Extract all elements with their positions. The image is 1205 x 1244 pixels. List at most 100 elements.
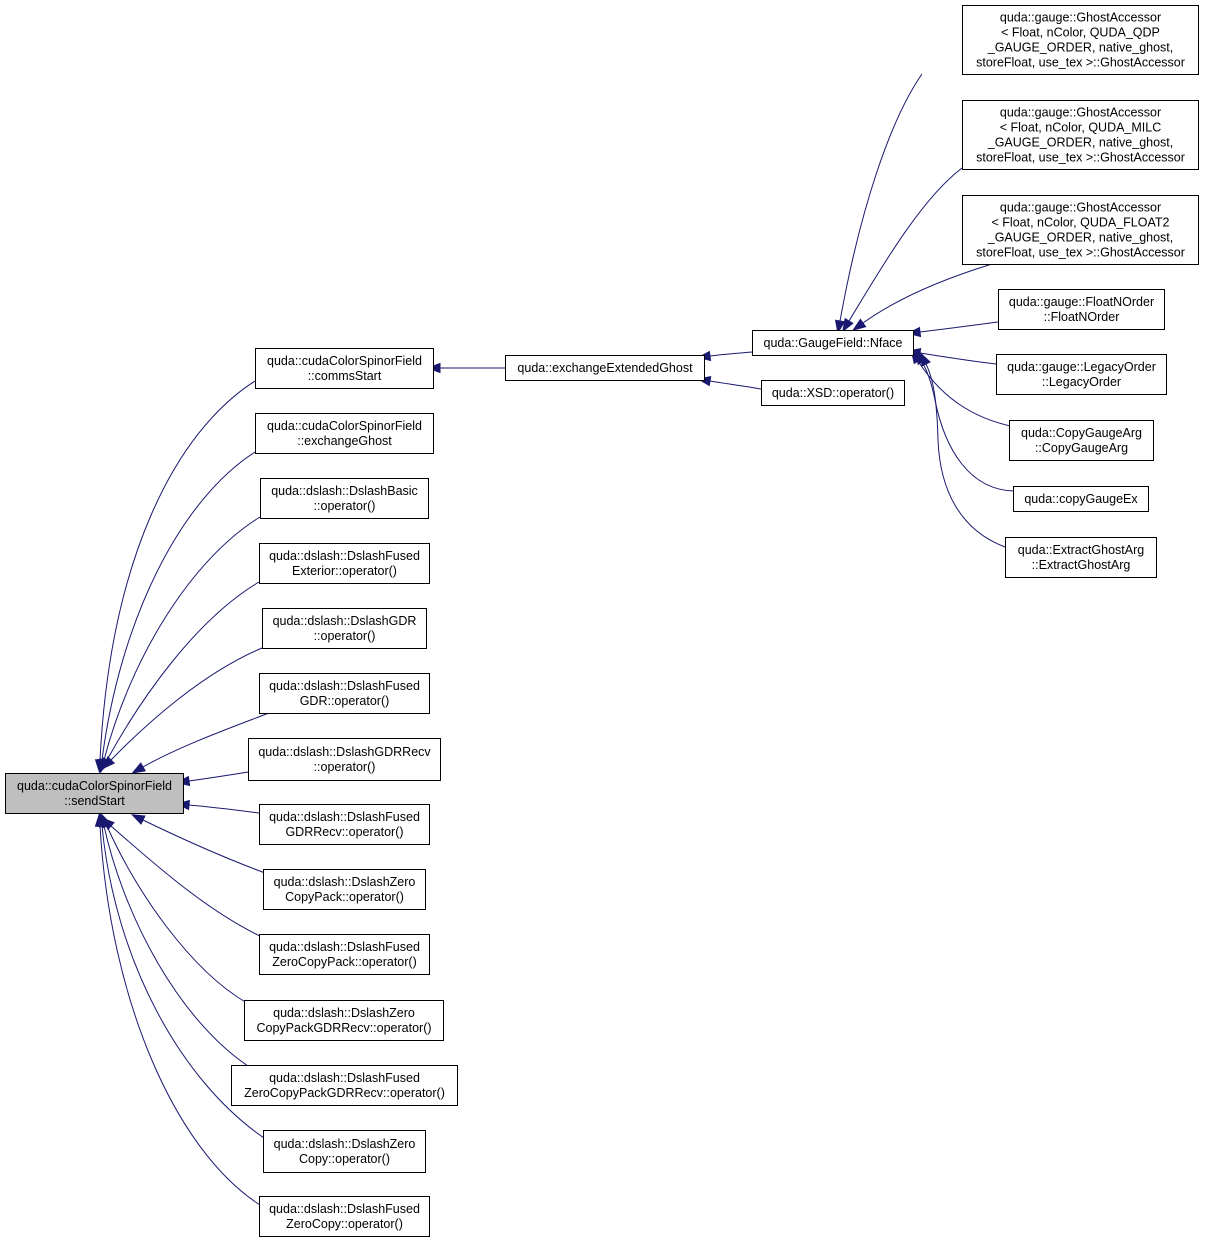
node-box (231, 1065, 458, 1106)
node-label-line: < Float, nColor, QUDA_MILC (1000, 121, 1162, 135)
node-label-line: < Float, nColor, QUDA_FLOAT2 (992, 216, 1170, 230)
arrowhead (852, 318, 867, 331)
node-label-line: ZeroCopyPackGDRRecv::operator() (244, 1086, 445, 1100)
edge-line (101, 451, 256, 761)
node-label-line: quda::dslash::DslashBasic (271, 484, 418, 498)
node-copyGaugeArg[interactable]: quda::CopyGaugeArg::CopyGaugeArg (1009, 420, 1154, 461)
edge-exchangeGhost-to-sendStart (96, 451, 256, 774)
node-box (962, 100, 1199, 170)
node-extractGhostArg[interactable]: quda::ExtractGhostArg::ExtractGhostArg (1005, 537, 1157, 578)
node-box (998, 289, 1165, 330)
node-box (761, 380, 905, 406)
node-ghostMILC[interactable]: quda::gauge::GhostAccessor< Float, nColo… (962, 100, 1199, 170)
arrowhead (919, 351, 931, 367)
node-box (1005, 537, 1157, 578)
edge-line (848, 167, 963, 322)
node-label-line: quda::dslash::DslashZero (273, 1006, 415, 1020)
node-label-line: ::operator() (314, 629, 376, 643)
node-label-line: quda::CopyGaugeArg (1021, 426, 1142, 440)
node-exchangeExtendedGhost[interactable]: quda::exchangeExtendedGhost (505, 355, 705, 381)
node-label-line: quda::cudaColorSpinorField (267, 354, 422, 368)
node-label-line: ::ExtractGhostArg (1032, 558, 1131, 572)
edge-extractGhostArg-to-nface (919, 351, 1006, 548)
node-exchangeGhost[interactable]: quda::cudaColorSpinorField::exchangeGhos… (255, 413, 434, 454)
node-label-line: quda::dslash::DslashZero (274, 1137, 416, 1151)
node-label-line: quda::dslash::DslashFused (269, 1071, 420, 1085)
edge-line (142, 712, 270, 768)
edge-dslashGDR-to-sendStart (101, 647, 263, 770)
node-copyGaugeEx[interactable]: quda::copyGaugeEx (1013, 486, 1149, 512)
node-label-line: storeFloat, use_tex >::GhostAccessor (976, 246, 1185, 260)
edge-ghostFLOAT2-to-nface (852, 263, 993, 331)
edge-dslashFusedGDR-to-sendStart (131, 712, 270, 774)
node-label-line: quda::dslash::DslashFused (269, 549, 420, 563)
node-label-line: quda::gauge::LegacyOrder (1007, 360, 1156, 374)
arrowhead (130, 814, 146, 825)
node-dslashFusedZeroCopyPack[interactable]: quda::dslash::DslashFusedZeroCopyPack::o… (259, 934, 430, 975)
node-label-line: quda::gauge::GhostAccessor (1000, 106, 1161, 120)
edge-layer (94, 73, 1016, 1206)
edge-dslashZeroCopyPack-to-sendStart (130, 814, 266, 874)
node-label-line: quda::dslash::DslashFused (269, 679, 420, 693)
node-label-line: < Float, nColor, QUDA_QDP (1001, 26, 1160, 40)
node-xsdOperator[interactable]: quda::XSD::operator() (761, 380, 905, 406)
node-dslashFusedExterior[interactable]: quda::dslash::DslashFusedExterior::opera… (259, 543, 430, 584)
node-sendStart: quda::cudaColorSpinorField::sendStart (5, 773, 184, 814)
node-commsStart[interactable]: quda::cudaColorSpinorField::commsStart (255, 348, 434, 389)
node-dslashBasic[interactable]: quda::dslash::DslashBasic::operator() (260, 478, 429, 519)
node-label-line: ::operator() (314, 499, 376, 513)
edge-floatNOrder-to-nface (906, 321, 999, 338)
edge-ghostQDP-to-nface (834, 73, 923, 335)
edge-commsStart-to-sendStart (94, 380, 256, 774)
node-box (1009, 420, 1154, 461)
node-label-line: quda::dslash::DslashGDRRecv (258, 745, 431, 759)
node-dslashFusedZeroCopy[interactable]: quda::dslash::DslashFusedZeroCopy::opera… (259, 1196, 430, 1237)
node-box (5, 773, 184, 814)
edge-line (106, 825, 248, 1004)
node-label-line: _GAUGE_ORDER, native_ghost, (987, 231, 1174, 245)
edge-line (709, 351, 753, 357)
node-nface[interactable]: quda::GaugeField::Nface (752, 330, 914, 356)
arrowhead (834, 319, 846, 335)
edge-line (709, 380, 762, 390)
edge-line (142, 819, 266, 874)
node-label-line: quda::dslash::DslashFused (269, 810, 420, 824)
node-dslashZeroCopyPackGDRRecv[interactable]: quda::dslash::DslashZeroCopyPackGDRRecv:… (244, 1000, 444, 1041)
node-label-line: quda::gauge::FloatNOrder (1009, 295, 1154, 309)
node-ghostFLOAT2[interactable]: quda::gauge::GhostAccessor< Float, nColo… (962, 195, 1199, 265)
node-label-line: ::LegacyOrder (1042, 375, 1121, 389)
node-box (962, 5, 1199, 75)
node-label-line: CopyPackGDRRecv::operator() (256, 1021, 431, 1035)
arrowhead (94, 812, 106, 827)
edge-line (110, 647, 263, 761)
edge-line (103, 516, 261, 761)
node-box (262, 608, 427, 649)
node-dslashFusedGDRRecv[interactable]: quda::dslash::DslashFusedGDRRecv::operat… (259, 804, 430, 845)
node-label-line: ZeroCopyPack::operator() (272, 955, 417, 969)
node-box (248, 738, 441, 781)
node-label-line: GDRRecv::operator() (285, 825, 403, 839)
node-dslashGDR[interactable]: quda::dslash::DslashGDR::operator() (262, 608, 427, 649)
edge-dslashFusedExterior-to-sendStart (100, 581, 260, 772)
node-label-line: Copy::operator() (299, 1152, 390, 1166)
node-label-line: quda::copyGaugeEx (1024, 492, 1138, 506)
node-label-line: Exterior::operator() (292, 564, 397, 578)
edge-line (839, 73, 923, 322)
edge-line (110, 825, 263, 938)
node-dslashGDRRecv[interactable]: quda::dslash::DslashGDRRecv::operator() (248, 738, 441, 781)
node-box (255, 348, 434, 389)
node-label-line: ::commsStart (308, 369, 382, 383)
node-dslashFusedZeroCopyPackGDRRecv[interactable]: quda::dslash::DslashFusedZeroCopyPackGDR… (231, 1065, 458, 1106)
edge-line (101, 825, 265, 1139)
node-label-line: quda::gauge::GhostAccessor (1000, 201, 1161, 215)
node-label-line: ::CopyGaugeArg (1035, 441, 1128, 455)
node-dslashZeroCopyPack[interactable]: quda::dslash::DslashZeroCopyPack::operat… (263, 869, 426, 910)
edge-line (917, 360, 1016, 428)
node-floatNOrder[interactable]: quda::gauge::FloatNOrder::FloatNOrder (998, 289, 1165, 330)
node-label-line: storeFloat, use_tex >::GhostAccessor (976, 151, 1185, 165)
node-legacyOrder[interactable]: quda::gauge::LegacyOrder::LegacyOrder (996, 354, 1167, 395)
node-ghostQDP[interactable]: quda::gauge::GhostAccessor< Float, nColo… (962, 5, 1199, 75)
